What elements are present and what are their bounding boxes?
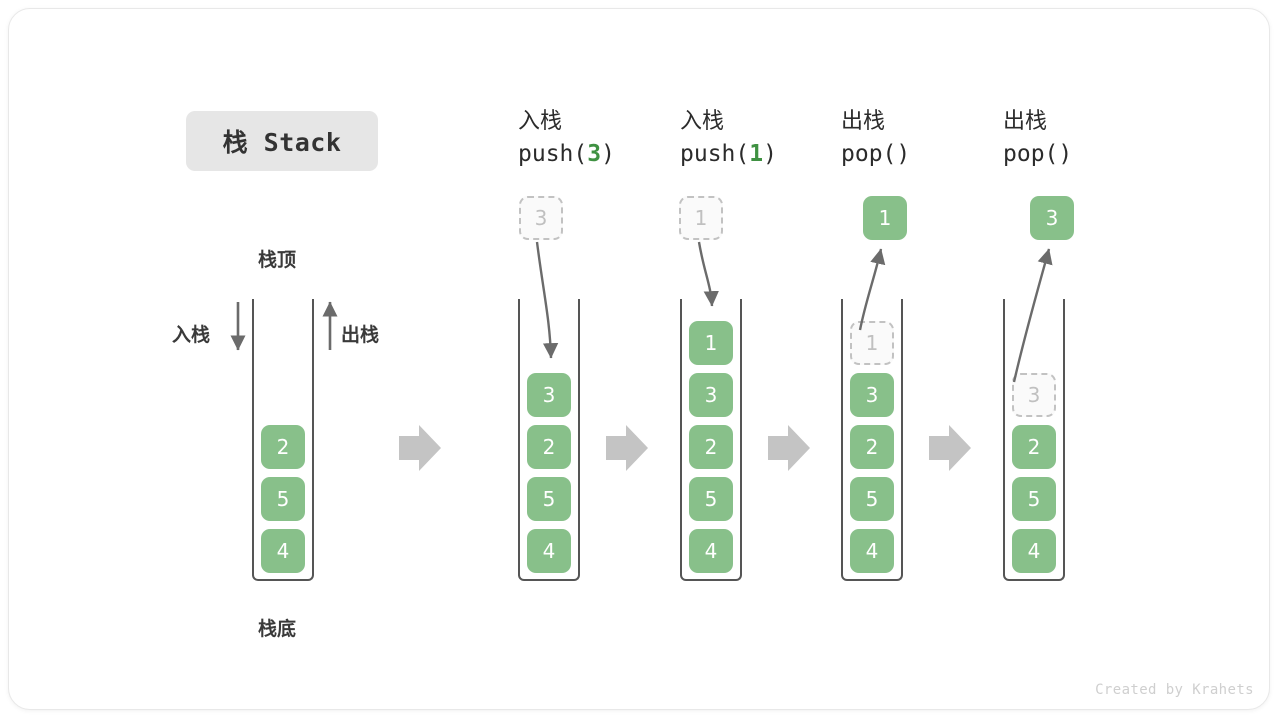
- operation-cn-label: 入栈: [518, 109, 563, 134]
- operation-label-push-3: 入栈 push(3): [518, 106, 688, 171]
- code-argument: 1: [749, 141, 764, 167]
- operation-cn-label: 出栈: [1003, 109, 1048, 134]
- stack-cell: 5: [261, 477, 305, 521]
- code-prefix: push(: [680, 141, 750, 167]
- operation-code-label: pop(): [841, 141, 911, 167]
- operation-code-label: pop(): [1003, 141, 1073, 167]
- operation-label-pop-3: 出栈 pop(): [1003, 106, 1173, 171]
- stack-container-pop-3: [1003, 299, 1065, 581]
- stack-cell: 2: [1012, 425, 1056, 469]
- stack-cell: 5: [850, 477, 894, 521]
- stack-cell: 2: [527, 425, 571, 469]
- operation-label-pop-1: 出栈 pop(): [841, 106, 1011, 171]
- code-suffix: ): [601, 141, 615, 167]
- code-argument: 3: [587, 141, 602, 167]
- stack-cell: 2: [261, 425, 305, 469]
- floating-ghost-cell: 3: [519, 196, 563, 240]
- operation-code-label: push(1): [680, 137, 850, 171]
- stack-cell: 4: [1012, 529, 1056, 573]
- operation-label-push-1: 入栈 push(1): [680, 106, 850, 171]
- push-direction-label: 入栈: [172, 325, 211, 346]
- code-prefix: push(: [518, 141, 588, 167]
- stack-cell: 4: [527, 529, 571, 573]
- floating-popped-cell: 1: [863, 196, 907, 240]
- stack-top-label: 栈顶: [258, 250, 297, 271]
- stack-bottom-label: 栈底: [258, 619, 297, 640]
- stack-container-push-3: [518, 299, 580, 581]
- operation-code-label: push(3): [518, 137, 688, 171]
- floating-ghost-cell: 1: [679, 196, 723, 240]
- stack-cell: 5: [527, 477, 571, 521]
- stack-container-pop-1: [841, 299, 903, 581]
- stack-cell: 2: [689, 425, 733, 469]
- stack-cell: 1: [689, 321, 733, 365]
- code-suffix: ): [763, 141, 777, 167]
- floating-popped-cell: 3: [1030, 196, 1074, 240]
- stack-cell: 4: [850, 529, 894, 573]
- page-title: 栈 Stack: [186, 111, 378, 171]
- stack-cell: 5: [689, 477, 733, 521]
- pop-direction-label: 出栈: [341, 325, 380, 346]
- operation-cn-label: 出栈: [841, 109, 886, 134]
- stack-cell: 5: [1012, 477, 1056, 521]
- stack-cell: 4: [689, 529, 733, 573]
- stack-cell-removed: 3: [1012, 373, 1056, 417]
- stack-cell: 2: [850, 425, 894, 469]
- stack-cell: 3: [850, 373, 894, 417]
- credit-label: Created by Krahets: [1095, 682, 1254, 698]
- stack-container-push-1: [680, 299, 742, 581]
- stack-container-initial: [252, 299, 314, 581]
- stack-cell: 3: [689, 373, 733, 417]
- stack-cell: 3: [527, 373, 571, 417]
- operation-cn-label: 入栈: [680, 109, 725, 134]
- stack-cell: 4: [261, 529, 305, 573]
- stack-cell-removed: 1: [850, 321, 894, 365]
